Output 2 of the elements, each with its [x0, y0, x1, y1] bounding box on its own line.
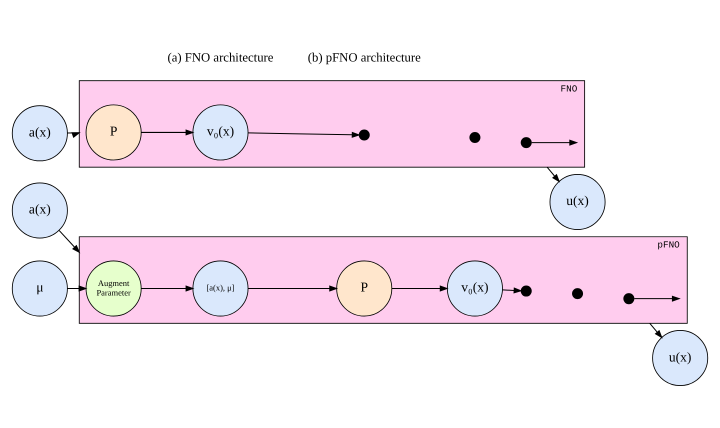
- label: (b) pFNO architecture: [308, 50, 421, 64]
- label: (a) FNO architecture: [168, 50, 274, 64]
